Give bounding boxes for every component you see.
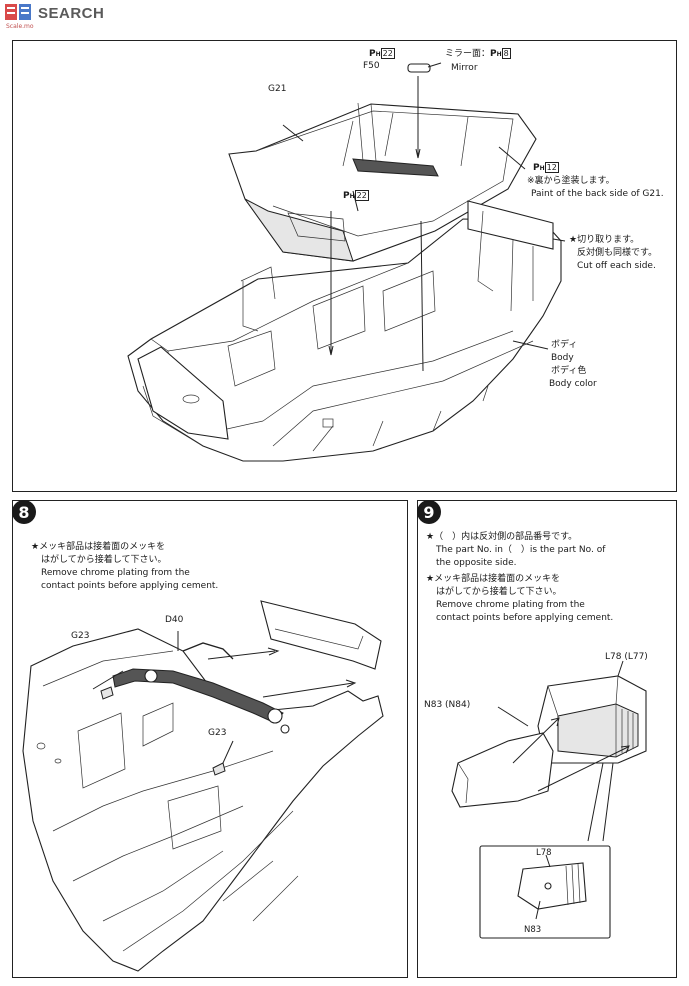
- cut-note-jp-1: ★切り取ります。: [569, 235, 640, 245]
- step-9-note1-en-2: the opposite side.: [436, 558, 517, 568]
- body-label-jp: ボディ: [551, 340, 578, 350]
- body-color-label-en: Body color: [549, 379, 597, 389]
- detail-l78-label: L78: [536, 848, 552, 858]
- part-g23-label-b: G23: [208, 728, 227, 738]
- watermark-sub: Scale.mo: [6, 23, 34, 30]
- paint-back-note-jp: ※裏から塗装します。: [527, 176, 615, 186]
- step-9-number: 9: [417, 500, 441, 524]
- step-8-illustration: [22, 600, 384, 972]
- step-9-note2-en-2: contact points before applying cement.: [436, 613, 614, 623]
- part-d40-label: D40: [165, 615, 184, 625]
- part-g21-label: G21: [268, 84, 287, 94]
- step-8-note-en-1: Remove chrome plating from the: [41, 568, 190, 578]
- mirror-callout-en: Mirror: [451, 63, 478, 73]
- step-8-note-en-2: contact points before applying cement.: [41, 581, 219, 591]
- step-9-note2-en-1: Remove chrome plating from the: [436, 600, 585, 610]
- part-g23-label-a: G23: [71, 631, 90, 641]
- body-label-en: Body: [551, 353, 574, 363]
- part-l78-label: L78 (L77): [605, 652, 648, 662]
- watermark-text: SEARCH: [38, 4, 105, 22]
- step-8-panel: 8 ★メッキ部品は接着面のメッキを はがしてから接着して下さい。 Remove …: [12, 500, 408, 978]
- step-8-number: 8: [12, 500, 36, 524]
- cut-note-jp-2: 反対側も同様です。: [577, 248, 658, 258]
- step-8-note-jp-2: はがしてから接着して下さい。: [41, 555, 167, 565]
- step-9-note2-jp-1: ★メッキ部品は接着面のメッキを: [426, 574, 561, 584]
- part-n83-label: N83 (N84): [424, 700, 471, 710]
- watermark: SEARCH: [4, 2, 104, 24]
- detail-n83-label: N83: [524, 925, 542, 935]
- paint-back-note-en: Paint of the back side of G21.: [531, 189, 664, 199]
- step-9-note1-jp: ★（ ）内は反対側の部品番号です。: [426, 532, 578, 542]
- cut-note-en: Cut off each side.: [577, 261, 656, 271]
- step-9-note1-en-1: The part No. in（ ）is the part No. of: [436, 545, 606, 555]
- step-9-panel: 9 ★（ ）内は反対側の部品番号です。 The part No. in（ ）is…: [417, 500, 677, 978]
- step-9-note2-jp-2: はがしてから接着して下さい。: [436, 587, 562, 597]
- step-9-illustration: [451, 660, 647, 939]
- body-color-label-jp: ボディ色: [551, 366, 587, 376]
- step-8-note-jp-1: ★メッキ部品は接着面のメッキを: [31, 542, 166, 552]
- body-assembly-illustration: [127, 62, 566, 462]
- watermark-logo-icon: [4, 2, 34, 24]
- part-f50-label: F50: [363, 61, 380, 71]
